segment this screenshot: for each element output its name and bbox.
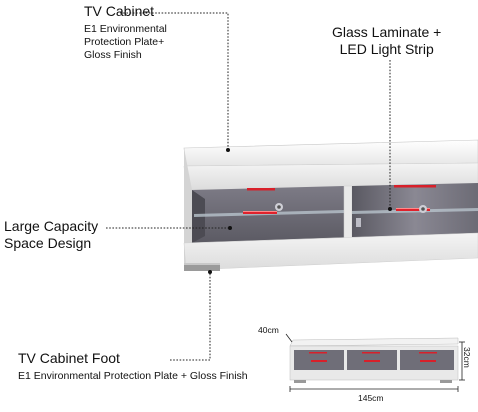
- glass-laminate-line-2: LED Light Strip: [339, 41, 434, 57]
- dimension-height: 32cm: [462, 347, 472, 368]
- tv-cabinet-title: TV Cabinet: [84, 3, 155, 19]
- tv-cabinet-foot-title: TV Cabinet Foot: [18, 350, 120, 366]
- cabinet-foot: [184, 263, 220, 271]
- callout-tv-cabinet-foot: TV Cabinet Foot E1 Environmental Protect…: [18, 350, 248, 383]
- leader-cabinet-foot: [170, 272, 211, 361]
- large-capacity-line-2: Space Design: [4, 235, 92, 251]
- callout-large-capacity: Large Capacity Space Design: [4, 218, 98, 252]
- cabinet-divider: [343, 185, 353, 241]
- large-capacity-line-1: Large Capacity: [4, 218, 99, 234]
- cabinet-front-bottom: [183, 232, 478, 271]
- cabinet-left-panel: [184, 148, 192, 270]
- leader-tv-cabinet: [120, 12, 229, 150]
- dimension-depth: 40cm: [258, 325, 279, 335]
- dimension-width: 145cm: [358, 393, 384, 403]
- callout-tv-cabinet: TV Cabinet E1 Environmental Protection P…: [84, 3, 167, 62]
- tv-cabinet-line-2: Protection Plate+: [84, 36, 165, 48]
- glass-laminate-line-1: Glass Laminate +: [332, 24, 442, 40]
- cabinet-top: [183, 139, 478, 167]
- tv-cabinet-line-3: Gloss Finish: [84, 49, 142, 61]
- tv-cabinet-line-1: E1 Environmental: [84, 23, 167, 35]
- dimension-illustration: [285, 333, 465, 392]
- tv-cabinet-foot-subtitle: E1 Environmental Protection Plate + Glos…: [18, 370, 248, 382]
- callout-glass-laminate: Glass Laminate + LED Light Strip: [332, 24, 441, 58]
